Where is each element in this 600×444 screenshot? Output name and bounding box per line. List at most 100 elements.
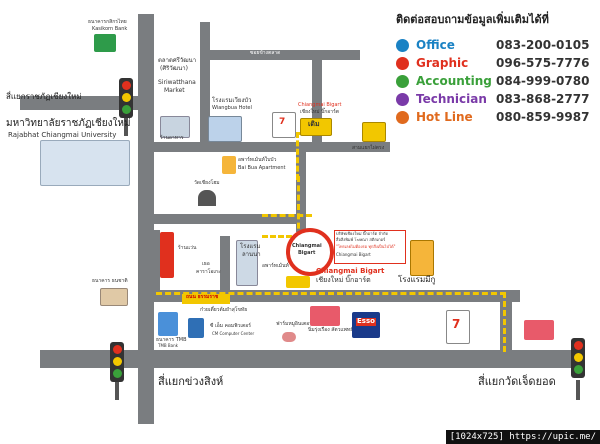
rajabhat-building [40, 140, 130, 186]
seven-eleven-top-label: 7 [279, 117, 286, 127]
apartment-building [222, 156, 236, 174]
traffic-light-pole-top [124, 116, 128, 136]
rajabhat-th: มหาวิทยาลัยราชภัฏเชียงใหม่ [6, 118, 131, 129]
vet-building [310, 306, 340, 326]
seven-eleven-right [446, 310, 470, 344]
kfc-th: ร้านอาหาร [160, 135, 184, 141]
apartment-th: อพาร์ทเม้นท์ใบบัว [238, 157, 277, 163]
shop-building [160, 232, 174, 278]
cm-computer-building [188, 318, 204, 338]
seven-eleven-right-label: 7 [452, 317, 461, 331]
shop-label: ร้านแว่น [178, 245, 197, 251]
market-en2: Market [164, 87, 185, 94]
contact-title: ติดต่อสอบถามข้อมูลเพิ่มเติมได้ที่ [396, 13, 549, 26]
samyaek-label: สามแยกไผ่ตรง [352, 145, 385, 151]
road-horizontal-mid [150, 142, 390, 152]
road-horizontal-lower [150, 214, 300, 224]
contact-label: Graphic [416, 56, 469, 70]
cm-computer-en: CM Computer Center [212, 331, 255, 336]
cafe-label: อพาร์ทเม้นท์ [262, 263, 289, 269]
road-horizontal-bottom [40, 350, 585, 368]
bigart-logo-line1: Chiangmai [292, 243, 322, 249]
contact-graphic-icon [396, 57, 409, 70]
contact-technician-icon [396, 93, 409, 106]
route-marker-bar [182, 294, 230, 304]
kasikorn-bank-en: Kasikorn Bank [92, 26, 128, 32]
contact-number[interactable]: 083-868-2777 [496, 92, 590, 106]
tmb-en: TMB Bank [158, 343, 178, 348]
road-vertical-soi [200, 22, 210, 142]
apartment-en: Bai Bua Apartment [238, 165, 286, 171]
company-info-box [334, 230, 406, 264]
seven-eleven-top [272, 112, 296, 138]
route-segment-2 [262, 176, 300, 238]
contact-label: Technician [416, 92, 487, 106]
market-th: ตลาดศรีวัฒนา [158, 57, 197, 64]
hotel-lanna-label2: ลานนา [242, 251, 261, 258]
bigart-main-en: Chiangmai Bigart [316, 267, 385, 275]
karaoke-label: เธอ [202, 261, 210, 267]
bigart-main-building [286, 276, 310, 288]
info-line1: บริษัทเชียงใหม่ บิ๊กอาร์ต จำกัด [336, 231, 389, 236]
road-horizontal-upper [20, 96, 142, 110]
bigart-main-th: เชียงใหม่ บิ๊กอาร์ต [316, 276, 371, 284]
road-vertical-lower [296, 142, 306, 232]
bigart-logo-line2: Bigart [298, 250, 316, 256]
market-en: Siriwatthana [158, 79, 196, 86]
contact-label: Office [416, 38, 455, 52]
junction-rajabhat-label: สี่แยกราชภัฏเชียงใหม่ [6, 92, 82, 101]
traffic-light-bottom-right [571, 338, 585, 378]
tmb-th: ธนาคาร TMB [156, 337, 187, 343]
traffic-light-pole-bottom-left [115, 380, 119, 400]
rajabhat-en: Rajabhat Chiangmai University [8, 131, 117, 139]
hotel-lanna-building [236, 240, 258, 286]
old-bigart-en: Chiangmai Bigart [298, 102, 342, 108]
shop2-label: ก๋วยเตี๋ยวต้มยำสุโขทัย [200, 307, 248, 313]
kasikorn-bank-th: ธนาคารกสิกรไทย [88, 19, 127, 25]
contact-row: Technician 083-868-2777 [396, 92, 596, 108]
old-bigart-th: เชียงใหม่ บิ๊กอาร์ต [300, 109, 340, 115]
contact-row: Hot Line 080-859-9987 [396, 110, 596, 126]
contact-label: Hot Line [416, 110, 473, 124]
route-segment-4 [156, 292, 506, 352]
contact-row: Office 083-200-0105 [396, 38, 596, 54]
vet-label: นิ่มรุ่งเรือง สัตวแพทย์ [308, 327, 354, 333]
temple-icon [198, 190, 216, 206]
route-segment-1 [296, 132, 332, 180]
esso-label: Esso [356, 317, 376, 326]
temple-label: วัดเชียงโฮม [194, 180, 220, 186]
kasikorn-bank-building [94, 34, 116, 52]
road-center-soi [220, 236, 230, 292]
wiangbua-en: Wiangbua Hotel [212, 105, 252, 111]
traffic-light-top [119, 78, 133, 118]
road-top-soi [200, 50, 360, 60]
contact-number[interactable]: 096-575-7776 [496, 56, 590, 70]
karaoke-label2: คาราโอเกะ [196, 269, 221, 275]
pig-farm-icon [282, 332, 296, 342]
contact-number[interactable]: 083-200-0105 [496, 38, 590, 52]
info-line4: Chiangmai Bigart [336, 252, 371, 257]
contact-number[interactable]: 084-999-0780 [496, 74, 590, 88]
contact-number[interactable]: 080-859-9987 [496, 110, 590, 124]
traffic-light-bottom-left [110, 342, 124, 382]
info-line3: "โทรเลยไม่ต้องรอ ทุกสิ่งเป็นไปได้" [336, 244, 396, 249]
soi-label: ซอยข้างตลาด [250, 50, 281, 56]
thanachart-label: ธนาคาร ธนชาติ [92, 278, 128, 284]
route-segment-3 [262, 214, 312, 218]
road-left-bottom [150, 230, 160, 294]
old-label: เดิม [308, 120, 320, 128]
wiangbua-th: โรงแรมเวียงบัว [212, 97, 252, 104]
watermark: [1024x725] https://upic.me/ [445, 430, 600, 444]
old-bigart-building [300, 118, 332, 136]
tmb-building [158, 312, 178, 336]
road-vertical-main [138, 14, 154, 424]
thanachart-building [100, 288, 128, 306]
hotel-right-building [410, 240, 434, 276]
pig-farm-label: ฟาร์มหมูอินเตอร์ [276, 321, 312, 327]
contact-accounting-icon [396, 75, 409, 88]
junction-bottom-left: สี่แยกข่วงสิงห์ [158, 375, 224, 388]
junction-bottom-right: สี่แยกวัดเจ็ดยอด [478, 375, 556, 388]
cm-computer-th: ซี เอ็ม คอมพิวเตอร์ [210, 323, 251, 329]
